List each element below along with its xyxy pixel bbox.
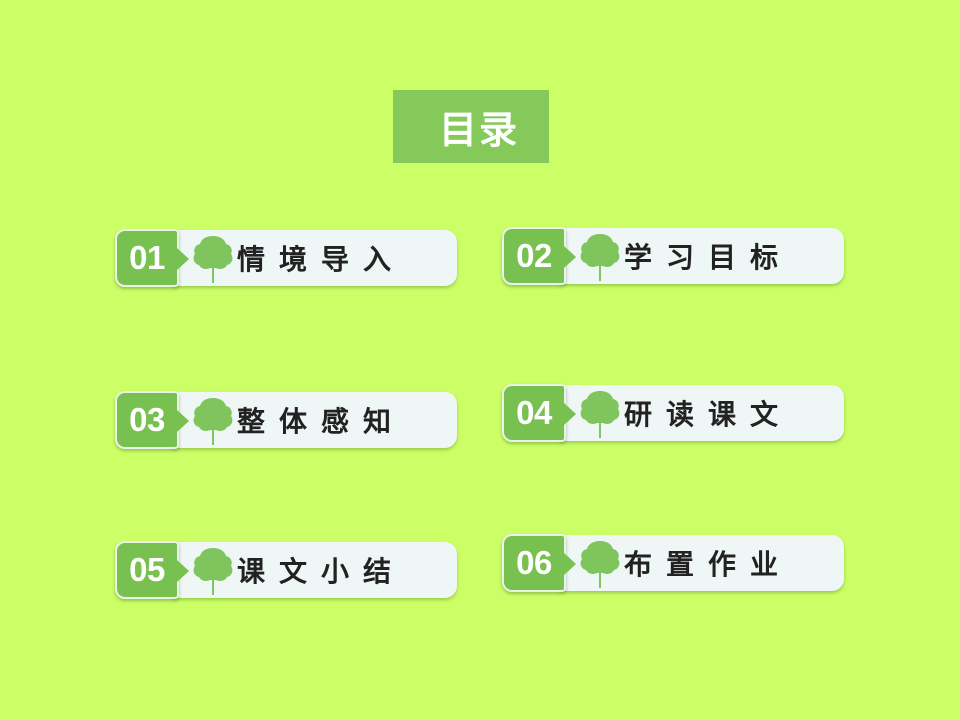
badge-arrow <box>564 246 576 268</box>
toc-item-01[interactable]: 01 情境导入 <box>115 229 457 289</box>
toc-item-label: 研读课文 <box>624 398 793 431</box>
toc-item-03[interactable]: 03 整体感知 <box>115 391 457 451</box>
toc-item-04[interactable]: 04 研读课文 <box>502 384 844 444</box>
page-title-box: 目录 <box>393 90 549 163</box>
tree-icon <box>580 391 620 438</box>
toc-item-02[interactable]: 02 学习目标 <box>502 227 844 287</box>
badge-arrow <box>564 403 576 425</box>
number-badge: 03 <box>115 391 179 449</box>
badge-arrow <box>564 553 576 575</box>
toc-item-label: 课文小结 <box>237 555 406 588</box>
tree-icon <box>193 398 233 445</box>
number-badge: 06 <box>502 534 566 592</box>
number-badge: 01 <box>115 229 179 287</box>
tree-icon <box>580 234 620 281</box>
badge-arrow <box>177 560 189 582</box>
number-badge: 02 <box>502 227 566 285</box>
page-title: 目录 <box>438 108 519 152</box>
tree-icon <box>193 548 233 595</box>
badge-arrow <box>177 410 189 432</box>
number-badge: 05 <box>115 541 179 599</box>
toc-item-05[interactable]: 05 课文小结 <box>115 541 457 601</box>
toc-item-label: 布置作业 <box>624 548 793 581</box>
number-badge: 04 <box>502 384 566 442</box>
tree-icon <box>193 236 233 283</box>
toc-item-label: 情境导入 <box>237 243 406 276</box>
toc-item-label: 学习目标 <box>624 241 793 274</box>
tree-icon <box>580 541 620 588</box>
badge-arrow <box>177 248 189 270</box>
toc-item-06[interactable]: 06 布置作业 <box>502 534 844 594</box>
toc-item-label: 整体感知 <box>237 405 406 438</box>
